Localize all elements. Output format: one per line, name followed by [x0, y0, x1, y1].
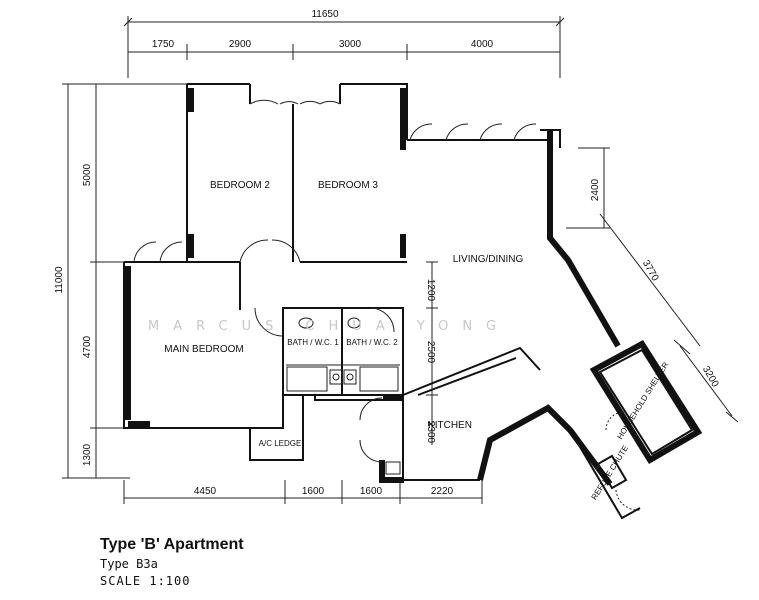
room-bath-2: BATH / W.C. 2 [346, 338, 398, 347]
toilet-2-icon [347, 317, 361, 329]
room-living-dining: LIVING/DINING [453, 254, 524, 265]
room-bedroom-2: BEDROOM 2 [210, 180, 270, 191]
top-dimension-lines [123, 16, 565, 78]
left-dim-2: 4700 [82, 335, 93, 358]
room-bath-1: BATH / W.C. 1 [287, 338, 339, 347]
overall-width-dim: 11650 [311, 9, 339, 20]
left-dim-1: 5000 [82, 163, 93, 186]
inner-dim-2: 2500 [425, 341, 436, 364]
room-household-shelter: HOUSEHOLD SHELTER [615, 360, 670, 441]
room-bedroom-3: BEDROOM 3 [318, 180, 378, 191]
inner-dim-3: 2300 [425, 421, 436, 444]
top-dim-4: 4000 [471, 39, 494, 50]
left-dim-3: 1300 [82, 443, 93, 466]
door-swings [133, 99, 641, 511]
top-dim-3: 3000 [339, 39, 362, 50]
plan-type: Type B3a [100, 557, 158, 571]
basin-1-icon [329, 369, 343, 385]
walls [123, 83, 703, 520]
kitchen-sink-icon [385, 461, 401, 475]
top-dim-1: 1750 [152, 39, 175, 50]
top-dim-2: 2900 [229, 39, 252, 50]
room-main-bedroom: MAIN BEDROOM [164, 344, 243, 355]
right-dim-1: 2400 [590, 178, 601, 201]
basin-2-icon [343, 369, 357, 385]
bottom-dim-2: 1600 [302, 486, 325, 497]
watermark: MARCUS CHUA YONG [148, 319, 510, 334]
toilet-1-icon [298, 317, 314, 329]
plan-scale: SCALE 1:100 [100, 574, 191, 588]
bottom-dim-1: 4450 [194, 486, 217, 497]
inner-dim-1: 1200 [425, 279, 436, 302]
bath-fixtures [286, 317, 401, 475]
bottom-dim-4: 2220 [431, 486, 454, 497]
inner-dimension-lines [426, 261, 438, 445]
room-kitchen: KITCHEN [428, 420, 472, 431]
bottom-dim-3: 1600 [360, 486, 383, 497]
overall-height-dim: 11000 [54, 266, 65, 294]
right-dimension-lines [566, 147, 739, 423]
plan-title: Type 'B' Apartment [100, 536, 244, 553]
room-ac-ledge: A/C LEDGE [259, 439, 302, 448]
bottom-dimension-lines [123, 480, 483, 504]
